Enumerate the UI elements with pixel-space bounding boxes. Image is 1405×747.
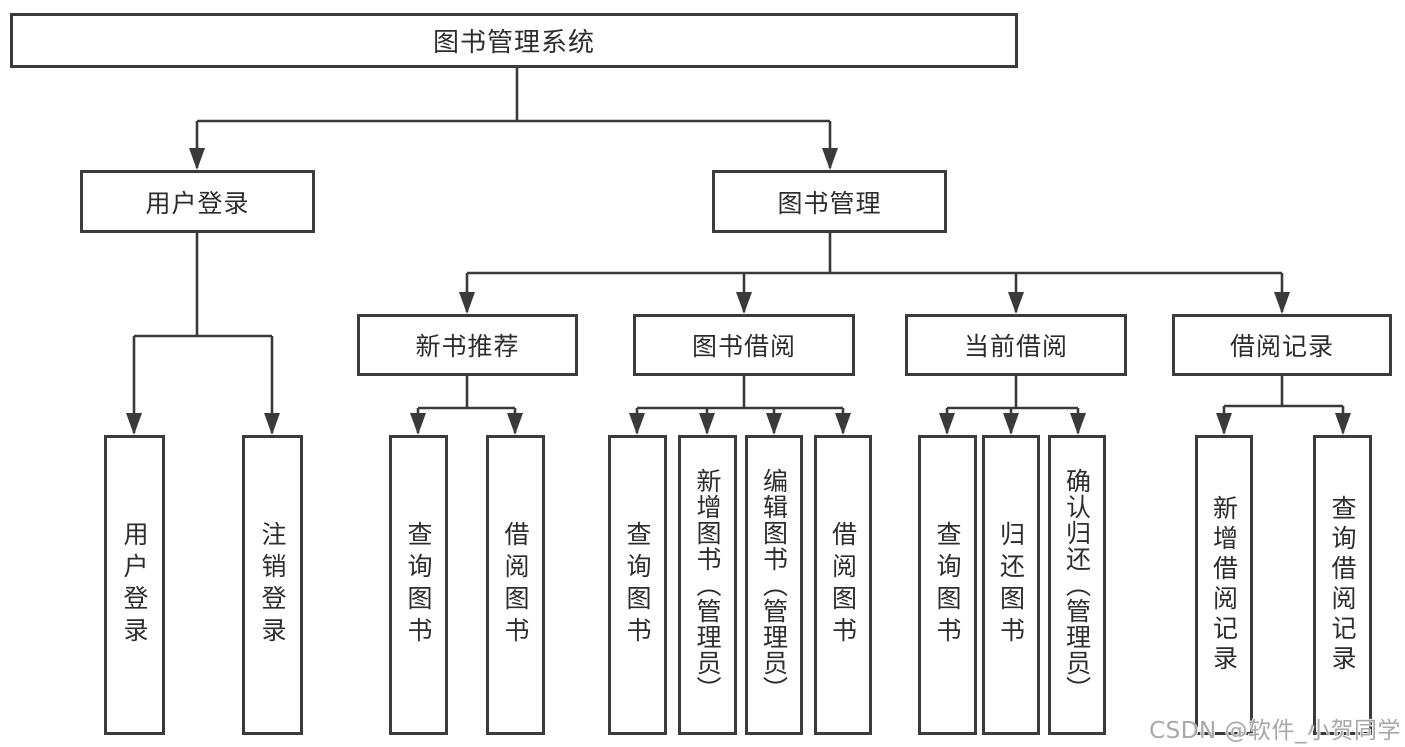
node-label: 用户登录 — [120, 521, 149, 649]
node-label: 新书推荐 — [415, 332, 520, 361]
node-library-management-system: 图书管理系统 — [10, 13, 1018, 68]
leaf-query-books-recommend: 查询图书 — [389, 435, 448, 735]
node-label: 归还图书 — [996, 521, 1026, 649]
node-new-book-recommend: 新书推荐 — [357, 314, 578, 376]
node-label: 图书管理 — [777, 188, 882, 218]
leaf-query-books-borrow: 查询图书 — [608, 435, 667, 735]
leaf-add-borrow-record: 新增借阅记录 — [1195, 435, 1253, 735]
node-label: 借阅图书 — [501, 521, 530, 649]
node-user-login: 用户登录 — [80, 170, 315, 233]
node-book-management: 图书管理 — [712, 170, 947, 233]
node-book-borrow: 图书借阅 — [633, 314, 855, 376]
node-label: 查询图书 — [404, 521, 433, 649]
leaf-borrow-books: 借阅图书 — [814, 435, 872, 735]
node-current-borrow: 当前借阅 — [905, 314, 1127, 376]
node-label: 注销登录 — [258, 521, 287, 649]
leaf-logout: 注销登录 — [242, 435, 303, 735]
leaf-borrow-books-recommend: 借阅图书 — [486, 435, 545, 735]
leaf-return-books: 归还图书 — [982, 435, 1040, 735]
node-label: 新增图书（管理员） — [693, 468, 722, 702]
node-label: 借阅图书 — [828, 521, 858, 649]
leaf-add-books-admin: 新增图书（管理员） — [678, 435, 737, 735]
node-label: 查询图书 — [623, 521, 652, 649]
node-label: 用户登录 — [145, 188, 250, 218]
leaf-user-login: 用户登录 — [104, 435, 165, 735]
leaf-edit-books-admin: 编辑图书（管理员） — [745, 435, 803, 735]
arrowheads — [126, 148, 1351, 435]
node-label: 图书借阅 — [691, 332, 796, 361]
node-label: 确认归还（管理员） — [1062, 468, 1092, 702]
leaf-confirm-return-admin: 确认归还（管理员） — [1048, 435, 1106, 735]
leaf-query-books-current: 查询图书 — [918, 435, 977, 735]
leaf-query-borrow-record: 查询借阅记录 — [1313, 435, 1372, 735]
node-label: 新增借阅记录 — [1209, 495, 1239, 675]
node-label: 借阅记录 — [1229, 332, 1334, 361]
node-label: 当前借阅 — [963, 332, 1068, 361]
node-label: 编辑图书（管理员） — [759, 468, 789, 702]
node-label: 查询图书 — [933, 521, 962, 649]
node-borrow-records: 借阅记录 — [1172, 314, 1392, 376]
node-label: 图书管理系统 — [432, 28, 595, 58]
node-label: 查询借阅记录 — [1328, 495, 1357, 675]
